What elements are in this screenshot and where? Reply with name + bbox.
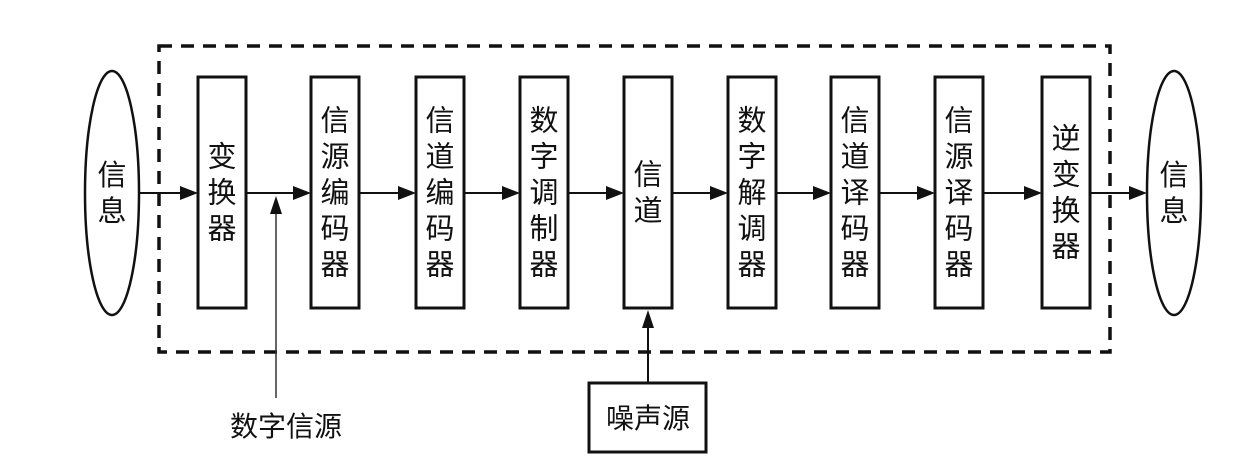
arrow-digital-modulator-to-channel <box>568 186 624 200</box>
arrowhead <box>502 186 520 200</box>
arrowhead <box>710 186 728 200</box>
block-label: 信道 <box>633 158 662 228</box>
arrowhead <box>293 186 311 200</box>
arrow-channel-decoder-to-source-decoder <box>879 186 935 200</box>
block-channel-decoder: 信道译码器 <box>829 75 881 310</box>
block-label: 信道译码器 <box>840 104 869 282</box>
block-digital-demodulator: 数字解调器 <box>726 75 778 310</box>
noise-arrowhead <box>642 310 654 328</box>
block-label: 信源编码器 <box>320 104 349 282</box>
block-source-decoder: 信源译码器 <box>933 75 985 310</box>
block-source-encoder: 信源编码器 <box>309 75 361 310</box>
arrowhead <box>1024 186 1042 200</box>
block-box <box>414 75 466 310</box>
block-box <box>726 75 778 310</box>
arrow-converter-to-source-encoder <box>246 186 311 200</box>
blocks: 变换器 信源编码器 信道编码器 数字调制器 信道 数字解调器 信道译码器 信源译码器 逆变换器 <box>196 75 1092 310</box>
block-label: 变换器 <box>207 140 236 246</box>
noise-source-label: 噪声源 <box>606 402 690 435</box>
digital-source: 数字信源 <box>230 196 342 443</box>
source-node: 信息 <box>83 69 141 317</box>
block-digital-modulator: 数字调制器 <box>518 75 570 310</box>
block-box <box>933 75 985 310</box>
arrow-source-encoder-to-channel-encoder <box>359 186 416 200</box>
arrow-channel-to-digital-demodulator <box>672 186 728 200</box>
block-box <box>829 75 881 310</box>
digital-source-label: 数字信源 <box>230 410 342 443</box>
block-box <box>622 75 674 310</box>
block-channel-encoder: 信道编码器 <box>414 75 466 310</box>
system-boundary <box>157 44 1112 354</box>
block-channel: 信道 <box>622 75 674 310</box>
noise-source-box <box>587 381 708 454</box>
block-inverse-converter: 逆变换器 <box>1040 75 1092 310</box>
source-ellipse <box>83 69 141 317</box>
arrowhead <box>180 186 198 200</box>
connections <box>139 186 1147 200</box>
arrow-inverse-converter-to-sink <box>1090 186 1147 200</box>
block-box <box>518 75 570 310</box>
arrow-source-to-converter <box>139 186 198 200</box>
block-converter: 变换器 <box>196 75 248 310</box>
arrowhead <box>398 186 416 200</box>
noise-source: 噪声源 <box>587 310 708 454</box>
block-label: 数字调制器 <box>529 104 558 282</box>
block-label: 逆变换器 <box>1051 122 1080 264</box>
arrowhead <box>1129 186 1147 200</box>
source-label: 信息 <box>97 158 126 228</box>
block-label: 信道编码器 <box>425 104 454 282</box>
arrow-source-decoder-to-inverse-converter <box>983 186 1042 200</box>
block-box <box>309 75 361 310</box>
sink-node: 信息 <box>1145 69 1203 317</box>
digital-source-arrowhead <box>270 196 282 214</box>
sink-label: 信息 <box>1159 158 1188 228</box>
arrowhead <box>917 186 935 200</box>
block-label: 数字解调器 <box>737 104 766 282</box>
arrowhead <box>813 186 831 200</box>
sink-ellipse <box>1145 69 1203 317</box>
block-box <box>196 75 248 310</box>
block-box <box>1040 75 1092 310</box>
arrow-channel-encoder-to-digital-modulator <box>464 186 520 200</box>
arrowhead <box>606 186 624 200</box>
arrow-digital-demodulator-to-channel-decoder <box>776 186 831 200</box>
block-label: 信源译码器 <box>944 104 973 282</box>
